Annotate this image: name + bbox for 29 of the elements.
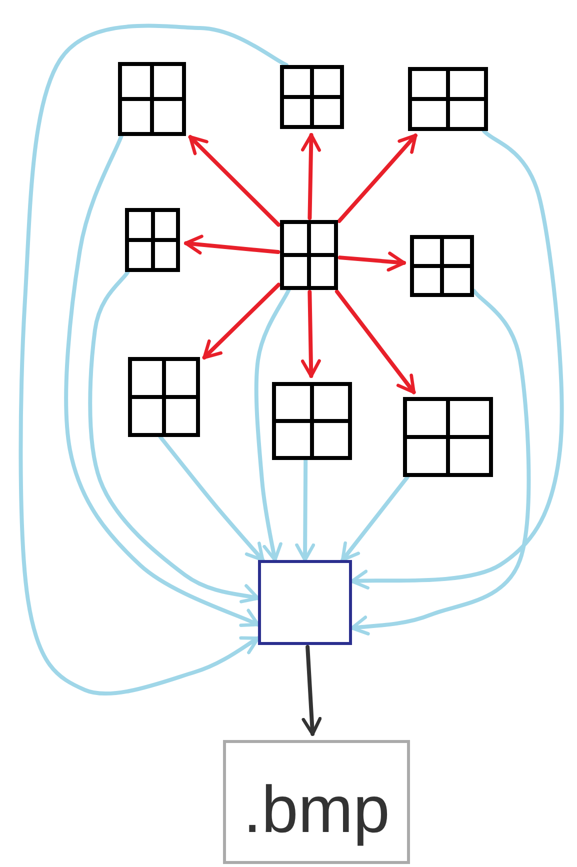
arrow: [302, 645, 322, 736]
arrow: [158, 435, 265, 562]
grid-box: [118, 62, 186, 136]
arrow: [301, 133, 321, 220]
grid-box: [128, 357, 200, 437]
grid-box: [280, 220, 338, 290]
arrow: [340, 475, 410, 562]
arrow: [300, 290, 321, 378]
grid-box: [272, 382, 352, 460]
grid-box: [410, 235, 474, 297]
grid-box: [280, 65, 344, 129]
arrow: [188, 135, 281, 227]
arrow: [88, 270, 260, 604]
arrow: [337, 133, 418, 223]
grid-box: [125, 208, 180, 272]
arrow: [350, 288, 531, 636]
arrow: [338, 252, 406, 272]
arrow: [295, 458, 316, 562]
arrow: [334, 290, 416, 394]
empty-box: [258, 560, 352, 645]
arrow: [18, 24, 288, 696]
file-box: [223, 740, 410, 864]
grid-box: [408, 67, 488, 131]
arrow: [64, 134, 260, 628]
arrow: [202, 282, 281, 360]
grid-box: [403, 397, 493, 477]
arrow: [184, 234, 280, 255]
arrow: [350, 129, 564, 590]
arrow: [254, 288, 291, 562]
